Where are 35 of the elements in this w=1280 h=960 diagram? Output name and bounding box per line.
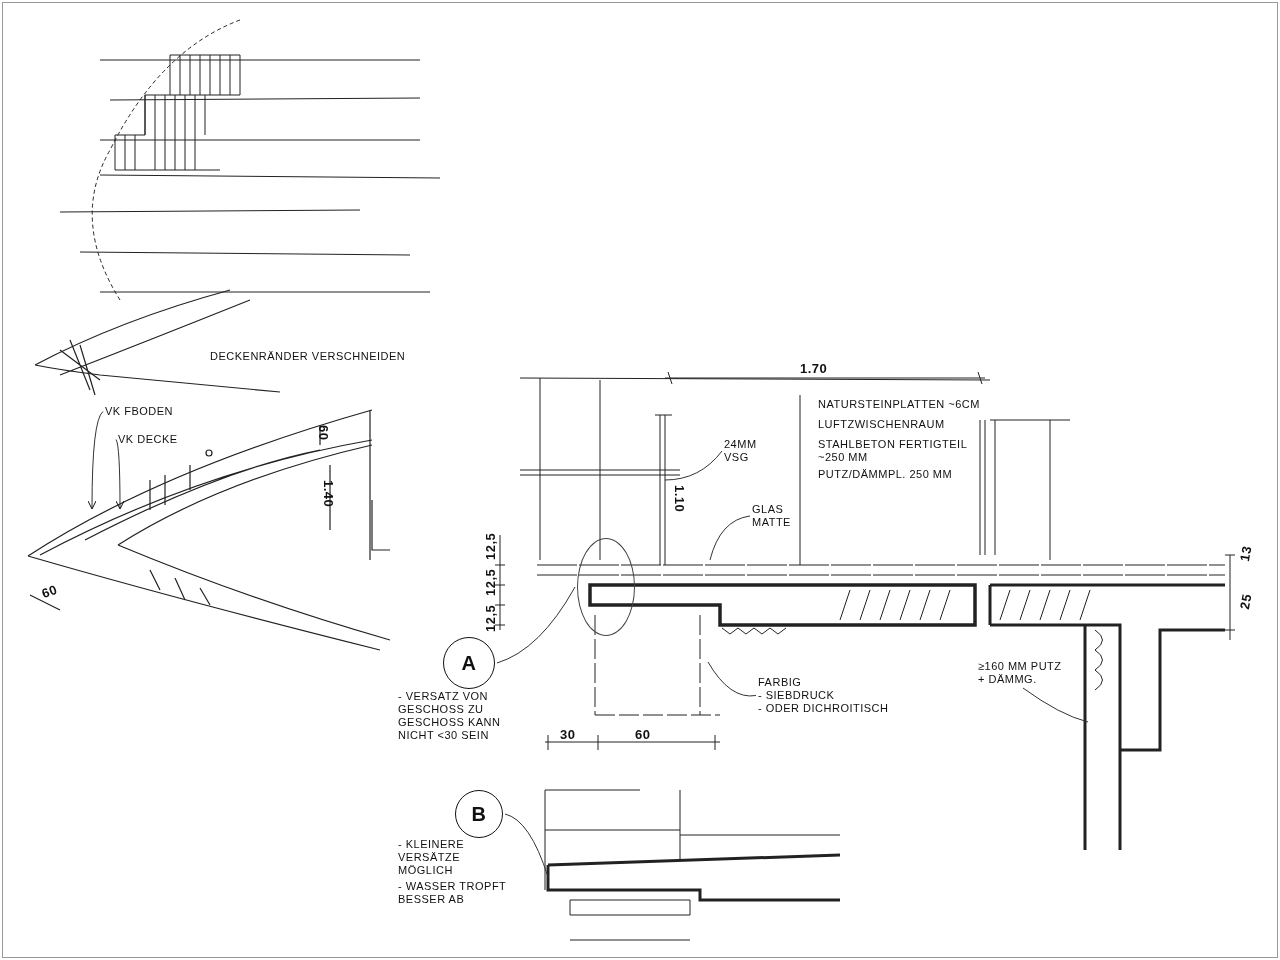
leader-line [496,586,576,664]
note-text: VK FBODEN [105,405,195,418]
layer-note: LUFTZWISCHENRAUM [818,418,945,431]
dimension-text: 60 [317,425,330,441]
note-text: - ODER DICHROITISCH [758,702,890,715]
arrow [87,411,104,510]
note-text: - VERSATZ VON GESCHOSS ZU GESCHOSS KANN NICHT <30 SEIN [398,690,502,742]
dimension-text: 60 [40,582,59,601]
callout-letter: A [461,652,477,674]
dimension-text: 1.40 [322,480,335,508]
leader-line [1022,687,1089,723]
layer-note: NATURSTEINPLATTEN ~6CM [818,398,980,411]
note-text: - SIEBDRUCK [758,689,836,702]
dimension-text: 12,5 [484,532,497,560]
leader-line [709,515,751,561]
dimension-text: 60 [635,728,651,741]
note-text: VK DECKE [118,433,198,446]
dimension-text: 25 [1238,592,1254,611]
leader-line [504,813,549,878]
arrow [115,439,125,510]
callout-letter: B [471,803,487,825]
leader-line [664,450,723,481]
note-text: - WASSER TROPFT BESSER AB [398,880,508,906]
note-text: 24MM VSG [724,438,784,464]
leader-line [707,661,757,697]
layer-note: PUTZ/DÄMMPL. 250 MM [818,468,953,481]
note-text: - KLEINERE VERSÄTZE MÖGLICH [398,838,466,877]
note-text: DECKENRÄNDER VERSCHNEIDEN [210,350,406,363]
note-text: FARBIG [758,676,803,689]
dimension-text: 30 [560,728,576,741]
dimension-text: 1.70 [800,362,828,375]
dimension-text: 13 [1238,544,1254,563]
layer-note: STAHLBETON FERTIGTEIL ~250 MM [818,438,968,464]
note-text: GLAS MATTE [752,503,812,529]
note-text: ≥160 MM PUTZ + DÄMMG. [978,660,1068,686]
